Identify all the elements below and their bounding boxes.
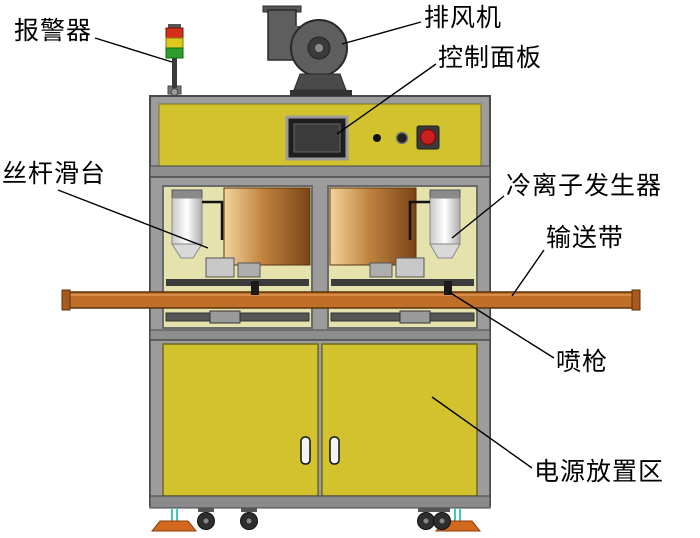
casters <box>197 508 451 530</box>
left-rail <box>166 279 309 286</box>
control-panel-leader-line <box>336 63 437 135</box>
alarm-leader-line <box>94 37 173 63</box>
fan-base-plate <box>290 90 352 96</box>
right-rail <box>331 279 474 286</box>
right-cabinet-door <box>321 343 478 497</box>
working-chamber-section <box>149 176 491 338</box>
left-foot-pad <box>150 520 198 532</box>
caster-1 <box>197 508 215 530</box>
panel-button-small <box>373 134 381 142</box>
base-beam <box>149 495 491 509</box>
leveling-feet-left <box>150 508 198 532</box>
label-power-area: 电源放置区 <box>534 459 665 486</box>
conveyor-left-end <box>61 289 71 311</box>
caster-2 <box>240 508 258 530</box>
emergency-stop-button <box>419 128 437 146</box>
label-spray-gun: 喷枪 <box>556 349 609 376</box>
right-spray-gun <box>444 281 452 295</box>
label-conveyor-belt: 输送带 <box>546 225 625 252</box>
power-cabinet-section <box>149 339 491 509</box>
alarm-yellow-segment <box>165 37 184 49</box>
label-cold-ion-generator: 冷离子发生器 <box>506 173 663 200</box>
screw-slide-leader-line <box>57 189 209 249</box>
leader-lines <box>57 21 555 469</box>
left-cabinet-door <box>162 343 319 497</box>
caster-4 <box>433 508 451 530</box>
left-spray-gun <box>251 281 259 295</box>
control-panel-section <box>149 103 491 178</box>
conveyor-right-end <box>631 289 641 311</box>
conveyor-leader-line <box>511 249 545 297</box>
exhaust-fan-leader-line <box>341 21 422 45</box>
frame-beam-lower <box>149 329 491 341</box>
lower-guide-rails <box>149 310 491 341</box>
ion-generator-leader-line <box>451 195 505 239</box>
left-screw-slide <box>166 257 309 286</box>
label-exhaust-fan: 排风机 <box>424 5 503 32</box>
right-copper-panel <box>329 187 417 266</box>
left-copper-panel <box>223 187 311 266</box>
fan-base <box>293 73 347 91</box>
label-alarm: 报警器 <box>14 18 93 45</box>
label-screw-slide: 丝杆滑台 <box>2 161 107 188</box>
right-door-handle <box>329 436 340 465</box>
right-screw-slide <box>331 257 474 286</box>
power-area-leader-line <box>431 396 533 469</box>
alarm-green-segment <box>165 47 184 59</box>
spray-gun-leader-line <box>448 291 555 359</box>
conveyor-belt <box>61 289 641 311</box>
label-control-panel: 控制面板 <box>438 45 543 72</box>
hmi-screen-display <box>293 123 341 153</box>
left-door-handle <box>300 436 311 465</box>
alarm-red-segment <box>165 27 184 39</box>
panel-button-round <box>395 131 409 145</box>
alarm-stack-light <box>165 24 184 96</box>
exhaust-fan <box>262 5 352 96</box>
frame-beam <box>149 165 491 178</box>
caster-3 <box>417 508 435 530</box>
